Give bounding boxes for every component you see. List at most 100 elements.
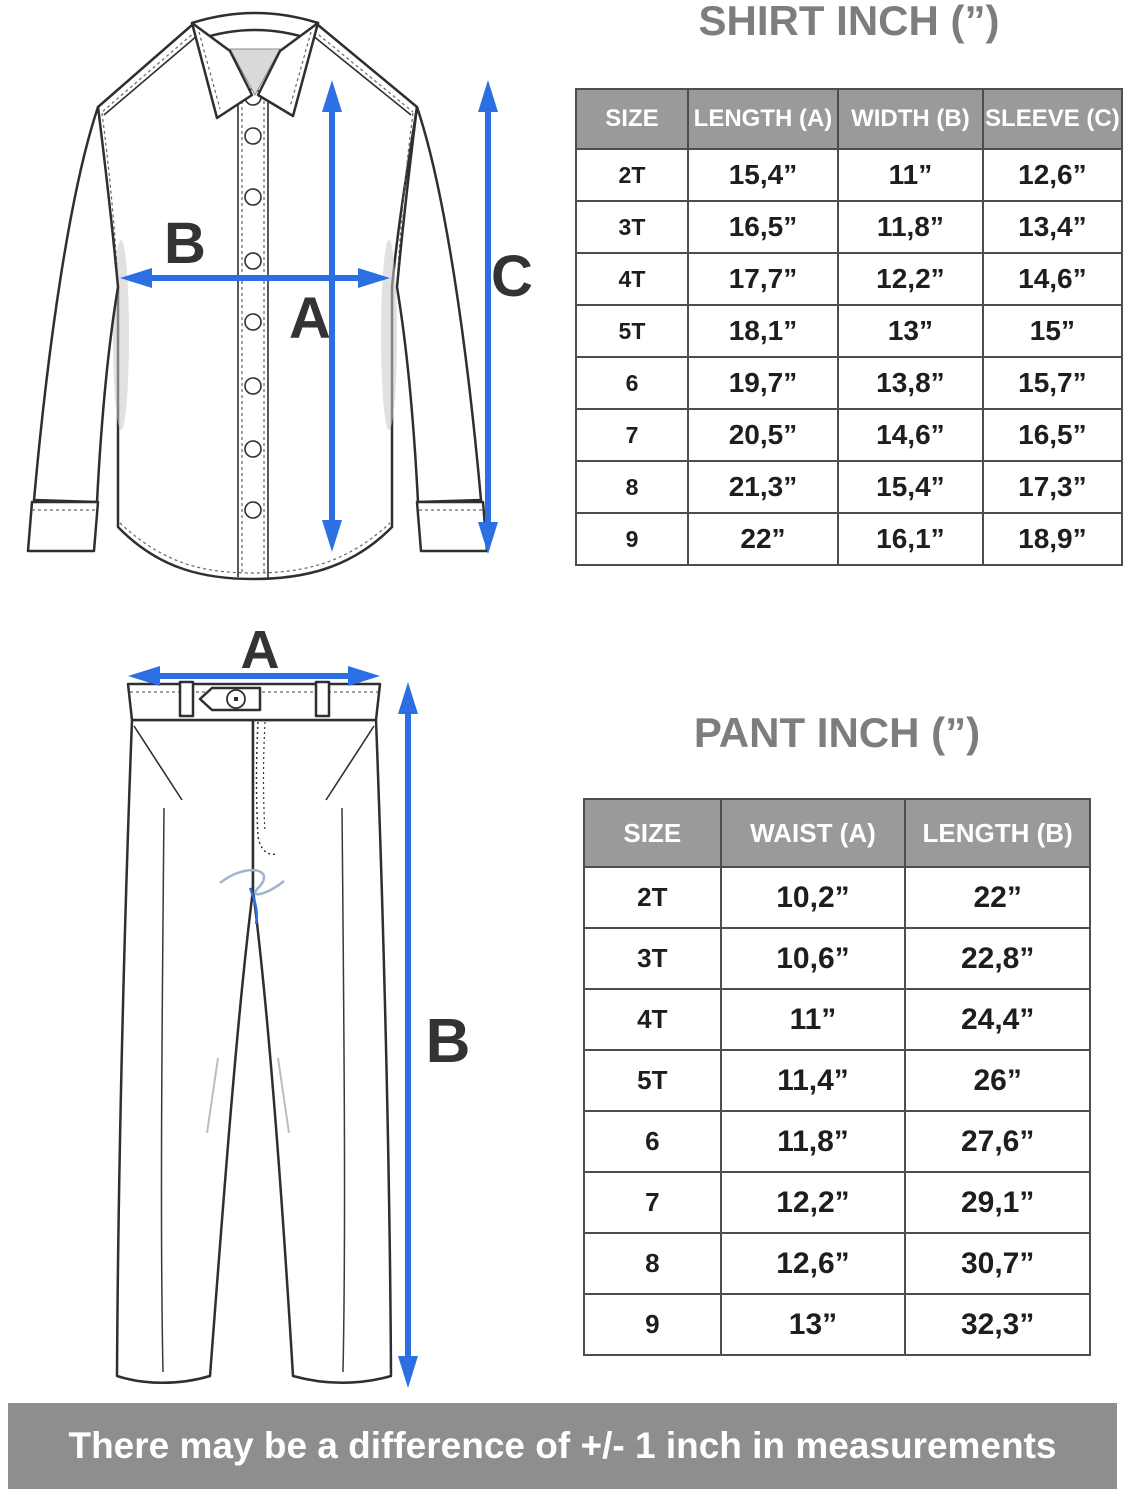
column-header: WAIST (A) [719, 798, 907, 868]
table-cell: 6 [575, 356, 689, 410]
table-cell: 7 [583, 1171, 722, 1234]
table-cell: 24,4” [904, 988, 1091, 1051]
column-header: WIDTH (B) [837, 88, 984, 150]
table-cell: 11,8” [719, 1110, 907, 1173]
table-cell: 13,4” [981, 200, 1124, 254]
table-cell: 17,7” [686, 252, 840, 306]
pant-legs-outline [115, 718, 393, 1384]
shirt-diagram: A B C [26, 11, 533, 581]
column-header: SLEEVE (C) [981, 88, 1124, 150]
table-cell: 12,6” [981, 148, 1124, 202]
table-cell: 7 [575, 408, 689, 462]
table-cell: 9 [583, 1293, 722, 1356]
table-cell: 11” [719, 988, 907, 1051]
pant-label-a: A [241, 628, 280, 680]
shirt-sleeve-arrow [478, 80, 498, 554]
shirt-placket [237, 97, 269, 578]
table-cell: 11,8” [837, 200, 984, 254]
table-cell: 13” [837, 304, 984, 358]
tolerance-note: There may be a difference of +/- 1 inch … [68, 1425, 1057, 1466]
pant-crease-left [160, 807, 165, 1373]
table-cell: 8 [583, 1232, 722, 1295]
table-cell: 22” [686, 512, 840, 566]
table-cell: 15” [981, 304, 1124, 358]
pant-waist-arrow [128, 666, 380, 686]
table-cell: 8 [575, 460, 689, 514]
table-cell: 18,1” [686, 304, 840, 358]
pant-length-arrow [398, 682, 418, 1388]
table-cell: 11” [837, 148, 984, 202]
table-cell: 11,4” [719, 1049, 907, 1112]
table-cell: 13,8” [837, 356, 984, 410]
table-cell: 17,3” [981, 460, 1124, 514]
table-cell: 26” [904, 1049, 1091, 1112]
table-cell: 22,8” [904, 927, 1091, 990]
table-cell: 3T [575, 200, 689, 254]
pant-section-title: PANT INCH (”) [693, 709, 981, 756]
table-cell: 16,5” [686, 200, 840, 254]
pant-sketch-mark [219, 868, 285, 896]
table-cell: 18,9” [981, 512, 1124, 566]
table-cell: 15,4” [837, 460, 984, 514]
table-cell: 14,6” [837, 408, 984, 462]
pant-belt-loop-right [314, 680, 331, 718]
table-cell: 14,6” [981, 252, 1124, 306]
pant-label-b: B [426, 1007, 471, 1076]
table-cell: 9 [575, 512, 689, 566]
table-cell: 30,7” [904, 1232, 1091, 1295]
table-cell: 2T [583, 866, 722, 929]
shirt-sleeve-left [26, 105, 120, 553]
table-cell: 21,3” [686, 460, 840, 514]
table-cell: 12,6” [719, 1232, 907, 1295]
table-cell: 13” [719, 1293, 907, 1356]
table-cell: 4T [583, 988, 722, 1051]
pant-crease-right [341, 807, 346, 1373]
table-cell: 16,5” [981, 408, 1124, 462]
table-cell: 20,5” [686, 408, 840, 462]
shirt-section-title: SHIRT INCH (”) [698, 0, 1000, 44]
table-cell: 15,7” [981, 356, 1124, 410]
shirt-length-arrow [322, 80, 342, 552]
shirt-collar [190, 11, 320, 120]
shirt-label-a: A [289, 286, 331, 351]
pant-belt-loop-left [178, 680, 195, 718]
column-header: LENGTH (B) [904, 798, 1091, 868]
table-cell: 29,1” [904, 1171, 1091, 1234]
shirt-sleeve-right [395, 105, 489, 553]
pant-waistband [126, 680, 382, 722]
table-cell: 5T [575, 304, 689, 358]
column-header: SIZE [583, 798, 722, 868]
pant-pockets [133, 725, 375, 801]
pant-fly [219, 721, 285, 925]
table-cell: 3T [583, 927, 722, 990]
table-cell: 2T [575, 148, 689, 202]
table-cell: 32,3” [904, 1293, 1091, 1356]
pant-diagram: A B [115, 628, 471, 1388]
shirt-body-outline [96, 23, 419, 581]
table-cell: 22” [904, 866, 1091, 929]
table-cell: 27,6” [904, 1110, 1091, 1173]
table-cell: 16,1” [837, 512, 984, 566]
shirt-label-b: B [164, 211, 206, 276]
table-cell: 12,2” [719, 1171, 907, 1234]
table-cell: 19,7” [686, 356, 840, 410]
column-header: LENGTH (A) [686, 88, 840, 150]
table-cell: 6 [583, 1110, 722, 1173]
